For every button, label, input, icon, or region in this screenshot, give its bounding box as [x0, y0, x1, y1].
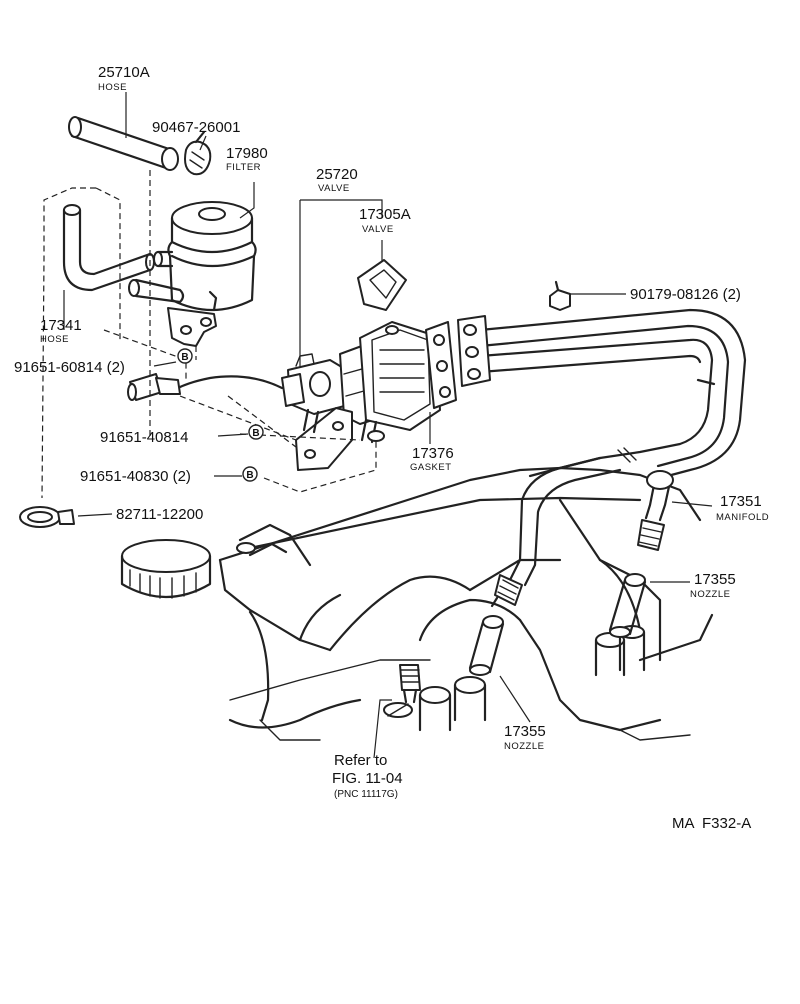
- part-number: 17355: [504, 723, 546, 740]
- valve-17305a: [357, 259, 407, 311]
- injector: [399, 664, 421, 704]
- air-manifold-pipes: [457, 308, 747, 608]
- callout-mark-b-2: B: [248, 424, 264, 440]
- bolt-90179: [549, 280, 571, 311]
- label-hose-25710a: 25710A HOSE: [98, 64, 150, 93]
- hose-17341: [62, 204, 155, 292]
- hose-25710a: [68, 116, 179, 171]
- label-bolt-91651-40830: 91651-40830 (2): [80, 468, 191, 485]
- part-number: 90467-26001: [152, 119, 240, 136]
- part-name: MANIFOLD: [716, 512, 769, 523]
- part-number: 17980: [226, 145, 268, 162]
- label-nozzle-17355-right: 17355 NOZZLE: [690, 571, 736, 600]
- callout-mark-letter: B: [246, 470, 253, 481]
- label-bolt-91651-40814: 91651-40814: [100, 429, 188, 446]
- part-number: 90179-08126 (2): [630, 286, 741, 303]
- part-name: FILTER: [226, 162, 261, 173]
- part-name: GASKET: [410, 462, 452, 473]
- nozzle-center: [468, 615, 505, 676]
- reference-line-1: Refer to: [334, 752, 387, 769]
- part-name: VALVE: [362, 224, 394, 235]
- part-number: 91651-60814 (2): [14, 359, 125, 376]
- label-filter-17980: 17980 FILTER: [226, 145, 268, 173]
- reference-line-3: (PNC 11117G): [334, 789, 398, 800]
- part-number: 17351: [720, 493, 762, 510]
- part-name: HOSE: [40, 334, 69, 345]
- part-number: 17341: [40, 317, 82, 334]
- part-name: VALVE: [318, 183, 350, 194]
- reference-note: Refer to FIG. 11-04 (PNC 11117G): [332, 752, 403, 800]
- part-number: 82711-12200: [116, 506, 203, 523]
- cylinder-head-cover: [120, 466, 714, 741]
- part-number: 17305A: [359, 206, 411, 223]
- part-number: 91651-40814: [100, 429, 188, 446]
- callout-mark-letter: B: [252, 428, 259, 439]
- label-valve-17305a: 17305A VALVE: [359, 206, 411, 235]
- label-clip-90467: 90467-26001: [152, 119, 240, 136]
- part-number: 17376: [412, 445, 454, 462]
- label-manifold-17351: 17351 MANIFOLD: [716, 493, 769, 523]
- part-number: 25720: [316, 166, 358, 183]
- reference-line-2: FIG. 11-04: [332, 770, 403, 787]
- part-name: NOZZLE: [504, 741, 544, 752]
- figure-code: MA F332-A: [672, 815, 751, 832]
- part-name: NOZZLE: [690, 589, 730, 600]
- label-valve-25720: 25720 VALVE: [316, 166, 358, 194]
- label-clamp-82711: 82711-12200: [116, 506, 203, 523]
- part-number: 91651-40830 (2): [80, 468, 191, 485]
- part-name: HOSE: [98, 82, 127, 93]
- label-bolt-91651-60814: 91651-60814 (2): [14, 359, 125, 376]
- label-hose-17341: 17341 HOSE: [40, 317, 82, 345]
- part-number: 25710A: [98, 64, 150, 81]
- label-bolt-90179: 90179-08126 (2): [630, 286, 741, 303]
- leader-lines: [63, 92, 713, 759]
- callout-mark-letter: B: [181, 352, 188, 363]
- label-gasket-17376: 17376 GASKET: [410, 445, 454, 473]
- label-nozzle-17355-center: 17355 NOZZLE: [504, 723, 546, 752]
- nozzle-right: [608, 573, 647, 638]
- clamp-82711: [19, 506, 75, 528]
- part-number: 17355: [694, 571, 736, 588]
- callout-mark-b-3: B: [242, 466, 258, 482]
- clip-90467: [184, 130, 212, 176]
- assembly-dashed-lines: [41, 170, 377, 499]
- callout-mark-b-1: B: [177, 348, 193, 364]
- filter-17980: [128, 201, 257, 347]
- valve-25720: [127, 321, 457, 471]
